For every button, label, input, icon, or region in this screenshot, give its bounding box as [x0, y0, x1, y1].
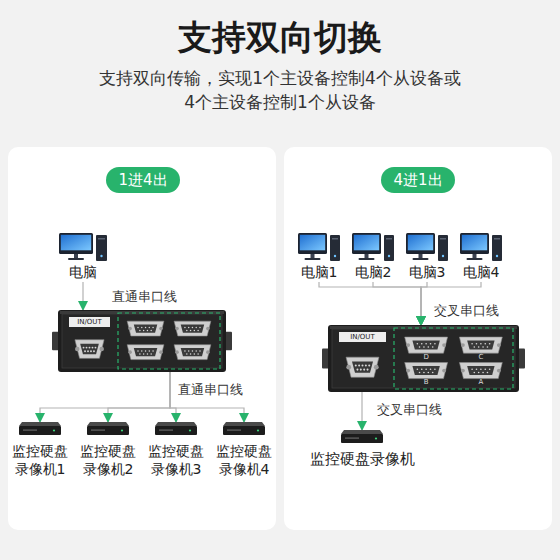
computer: 电脑1: [298, 232, 340, 280]
page-title: 支持双向切换: [0, 16, 560, 58]
serial-cable: [373, 282, 421, 325]
serial-cable: [40, 372, 170, 422]
device-label: 电脑1: [301, 264, 338, 280]
dvr-recorder: 监控硬盘 录像机3: [146, 422, 206, 478]
computer-icon: [460, 232, 502, 262]
mode-badge: 1进4出: [106, 167, 179, 193]
recorder-icon: [86, 422, 130, 436]
recorder-icon: [154, 422, 198, 436]
cable-label: 直通串口线: [110, 289, 179, 305]
cable-label: 交叉串口线: [432, 303, 501, 319]
computer: 电脑3: [406, 232, 448, 280]
computer: 电脑: [59, 232, 107, 280]
serial-cable: [82, 282, 83, 310]
serial-cable: [421, 282, 427, 325]
device-label: 监控硬盘录像机: [310, 450, 415, 468]
device-label: 电脑4: [463, 264, 500, 280]
port-label: IN/OUT: [339, 332, 386, 342]
serial-cable: [170, 372, 244, 422]
dvr-recorder: 监控硬盘 录像机1: [10, 422, 70, 478]
port-letter: C: [475, 354, 487, 361]
device-label: 电脑2: [355, 264, 392, 280]
computer-icon: [352, 232, 394, 262]
left-panel: [8, 147, 276, 530]
mode-badge: 4进1出: [381, 167, 454, 193]
computer: 电脑4: [460, 232, 502, 280]
computer-icon: [59, 232, 107, 262]
badge-text: 1进4出: [118, 167, 167, 193]
port-label: IN/OUT: [69, 317, 110, 327]
dvr-recorder: 监控硬盘录像机: [310, 430, 415, 468]
serial-switch: IN/OUT: [52, 310, 232, 372]
port-letter: D: [420, 354, 432, 361]
cable-label: 交叉串口线: [375, 402, 444, 418]
recorder-icon: [18, 422, 62, 436]
serial-switch: IN/OUT D C B A: [322, 325, 525, 392]
device-label: 监控硬盘 录像机4: [214, 442, 274, 478]
port-letter: B: [420, 379, 432, 386]
computer-icon: [406, 232, 448, 262]
recorder-icon: [222, 422, 266, 436]
device-label: 监控硬盘 录像机3: [146, 442, 206, 478]
computer-icon: [298, 232, 340, 262]
computer: 电脑2: [352, 232, 394, 280]
subtitle: 支持双向传输，实现1个主设备控制4个从设备或 4个主设备控制1个从设备: [70, 66, 490, 114]
dvr-recorder: 监控硬盘 录像机2: [78, 422, 138, 478]
badge-text: 4进1出: [393, 167, 442, 193]
device-label: 监控硬盘 录像机2: [78, 442, 138, 478]
cable-label: 直通串口线: [176, 382, 245, 398]
recorder-icon: [340, 430, 384, 444]
serial-cable: [361, 392, 362, 430]
port-letter: A: [475, 379, 487, 386]
right-panel: [284, 147, 552, 530]
serial-cable: [319, 282, 421, 325]
device-label: 电脑: [69, 264, 97, 280]
device-label: 电脑3: [409, 264, 446, 280]
device-label: 监控硬盘 录像机1: [10, 442, 70, 478]
serial-cable: [108, 372, 170, 422]
dvr-recorder: 监控硬盘 录像机4: [214, 422, 274, 478]
